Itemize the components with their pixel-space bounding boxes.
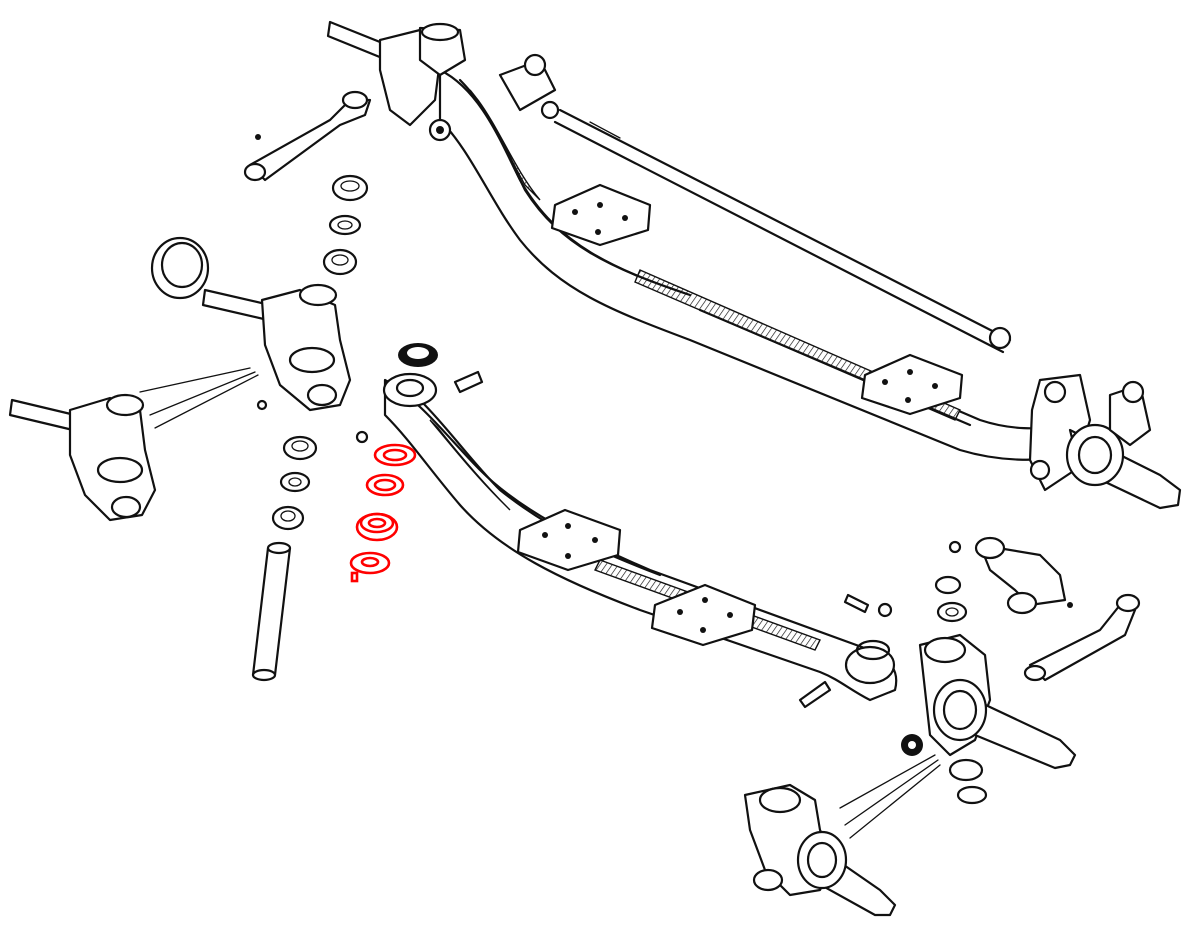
- steering-arm-right: [948, 536, 1067, 615]
- exploded-beam: [382, 343, 898, 702]
- spring-pad-right: [860, 353, 964, 416]
- king-pin: [251, 541, 292, 682]
- steering-knuckle-lower-right: [743, 754, 941, 917]
- highlighted-parts: [349, 443, 417, 583]
- shim-plate: [349, 551, 391, 575]
- knuckle-assembled-right: [1028, 373, 1182, 510]
- assembled-axle: [326, 20, 1182, 510]
- shim-washer-middle: [365, 473, 405, 497]
- knuckle-assembled-left: [326, 20, 467, 142]
- tie-rod: [553, 108, 1012, 354]
- spring-pad-exploded-left: [516, 508, 622, 572]
- steering-knuckle-upper-right: [918, 633, 1077, 770]
- dowel-pin: [350, 571, 359, 583]
- drag-link-joint: [498, 53, 1012, 350]
- bearing-stack-lower-left: [271, 435, 318, 531]
- tie-rod-end-left: [243, 90, 372, 182]
- bearing-stack-left: [322, 174, 369, 276]
- small-parts-right: [798, 575, 1073, 805]
- small-nuts-left: [255, 134, 369, 444]
- tie-rod-end-right: [1023, 593, 1141, 682]
- steering-knuckle-lower-left: [8, 367, 259, 522]
- axle-beam: [438, 68, 1072, 461]
- beam-eye-right: [844, 645, 896, 685]
- bearing-cup: [150, 236, 210, 300]
- beam-eye-left: [382, 372, 438, 408]
- spring-pad-left: [550, 183, 652, 247]
- spring-pad-exploded-right: [650, 583, 757, 647]
- steering-knuckle-upper-left: [201, 283, 352, 412]
- shim-washer-top: [373, 443, 417, 467]
- lock-pin: [453, 370, 484, 394]
- thrust-bearing: [355, 512, 399, 542]
